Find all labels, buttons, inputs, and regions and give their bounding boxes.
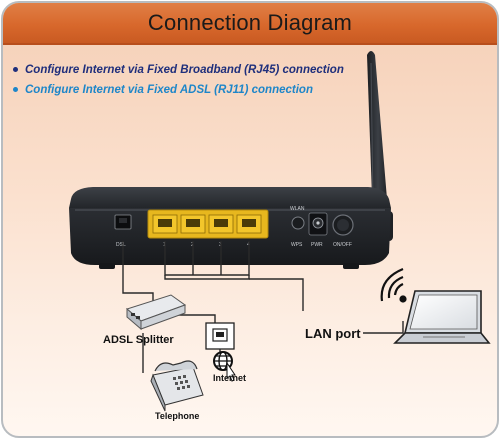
- diagram-canvas: DSL 1 2 3 4 WLAN WPS PWR ON/OFF: [69, 51, 491, 421]
- wall-socket-icon: [205, 322, 235, 350]
- adsl-splitter-label: ADSL Splitter: [103, 334, 174, 346]
- title-bar: Connection Diagram: [3, 3, 497, 45]
- router-icon: DSL 1 2 3 4 WLAN WPS PWR ON/OFF: [69, 187, 391, 269]
- lan-port-label: LAN port: [305, 326, 361, 341]
- wifi-signal-icon: [380, 267, 407, 303]
- wlan-label: WLAN: [290, 206, 305, 212]
- page-title: Connection Diagram: [147, 10, 353, 35]
- laptop-icon: [393, 290, 491, 344]
- onoff-label: ON/OFF: [333, 242, 352, 248]
- lan-bracket: [164, 241, 304, 311]
- bullet-text: Configure Internet via Fixed Broadband (…: [25, 64, 344, 76]
- dsl-cable: [122, 241, 216, 373]
- bullet-dot-icon: [13, 87, 18, 93]
- bullet-item-rj45: Configure Internet via Fixed Broadband (…: [13, 64, 344, 76]
- bullet-text: Configure Internet via Fixed ADSL (RJ11)…: [25, 84, 313, 96]
- wps-label: WPS: [291, 242, 303, 248]
- wps-button: [291, 216, 305, 230]
- pwr-label: PWR: [311, 242, 323, 248]
- internet-globe-icon: [213, 351, 236, 382]
- dsl-port-label: DSL: [116, 242, 126, 248]
- lan-port-4: [236, 214, 262, 234]
- bullet-dot-icon: [13, 67, 18, 73]
- adsl-splitter-icon: [125, 294, 187, 331]
- lan-port-1: [152, 214, 178, 234]
- dsl-port: [114, 214, 132, 230]
- lan-port-3: [208, 214, 234, 234]
- telephone-icon: [150, 360, 204, 412]
- lan-port-2: [180, 214, 206, 234]
- lan-port-block: [147, 209, 269, 239]
- bullet-item-rj11: Configure Internet via Fixed ADSL (RJ11)…: [13, 84, 313, 96]
- telephone-label: Telephone: [155, 411, 199, 421]
- lan-cable: [363, 321, 404, 334]
- power-jack: [308, 212, 328, 236]
- power-switch: [332, 214, 354, 236]
- internet-label: Internet: [213, 373, 246, 383]
